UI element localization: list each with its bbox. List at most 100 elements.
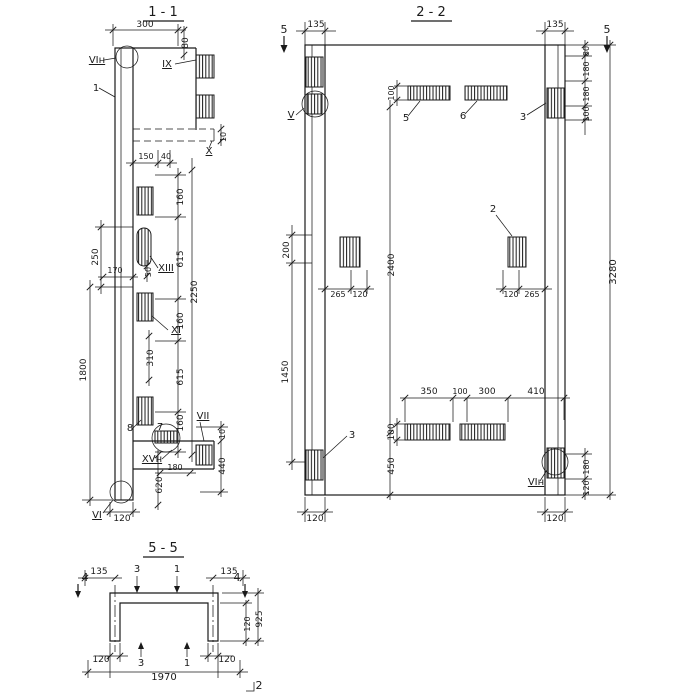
section-title: 2 - 2	[416, 5, 446, 20]
dim-label: 40	[161, 152, 171, 161]
embedded-plate	[546, 447, 565, 479]
dim-label: 160	[176, 312, 186, 329]
item-ref: 5	[403, 113, 409, 124]
dim-label: 80	[582, 46, 591, 56]
detail-ref: VIн	[89, 55, 105, 66]
section-title: 1 - 1	[148, 5, 178, 20]
dim-label: 170	[107, 266, 122, 275]
dim-label: 1970	[151, 672, 176, 683]
detail-ref: XI	[171, 325, 181, 336]
dim-label: 80	[181, 37, 191, 49]
dim-label: 615	[176, 250, 186, 267]
detail-circle	[301, 90, 329, 118]
dim-label: 120	[306, 514, 323, 524]
detail-circle	[109, 480, 133, 504]
dim-label: 440	[218, 457, 228, 474]
section-5-5: 5 - 5	[75, 541, 264, 692]
embedded-plate	[306, 93, 323, 115]
dim-label: 180	[582, 86, 591, 101]
detail-ref: X	[206, 146, 213, 157]
dim-label: 450	[387, 457, 397, 474]
cut-mark	[246, 682, 255, 692]
item-ref: 3	[134, 564, 140, 575]
dim-label: 180	[582, 61, 591, 76]
dim-label: 265	[330, 290, 345, 299]
detail-circle	[115, 45, 139, 69]
dim-label: 300	[136, 20, 153, 30]
dim-label: 120	[113, 514, 130, 524]
detail-ref: IX	[162, 59, 172, 70]
item-ref: 3	[138, 658, 144, 669]
dim-label: 120	[503, 290, 518, 299]
cut-ref: 4	[234, 571, 241, 584]
cut-ref: 4	[82, 571, 89, 584]
dim-label: 200	[282, 241, 292, 258]
dim-label: 2250	[190, 280, 200, 303]
dim-label: 2400	[387, 253, 397, 276]
embedded-bar	[464, 85, 508, 101]
leader-arrow	[184, 642, 190, 649]
dim-label: 50	[144, 267, 153, 277]
dim-label: 410	[527, 387, 544, 397]
section-1-1: 1 - 1	[82, 5, 228, 517]
cut-arrow	[603, 45, 611, 53]
dim-label: 120	[92, 655, 109, 665]
dim-label: 300	[478, 387, 495, 397]
detail-ref: V	[288, 110, 295, 121]
dim-label: 350	[420, 387, 437, 397]
embedded-plate	[154, 430, 178, 444]
dim-label: 160	[176, 414, 186, 431]
leader-arrow	[134, 586, 140, 593]
dim-label: 100	[582, 106, 591, 121]
dim-label: 615	[176, 368, 186, 385]
cut-arrow	[242, 591, 248, 598]
dim-label: 120	[243, 616, 252, 631]
item-ref: 1	[174, 564, 180, 575]
section-2-2: 2 - 2	[280, 5, 616, 522]
dim-label: 100	[452, 387, 467, 396]
embedded-bar	[404, 423, 451, 441]
cut-arrow	[75, 591, 81, 598]
dim-label: 135	[220, 567, 237, 577]
dim-label: 310	[146, 349, 156, 366]
panel-rib-section	[114, 47, 134, 501]
dim-label: 3280	[608, 259, 619, 284]
dim-label: 135	[546, 20, 563, 30]
embedded-plate	[305, 449, 324, 481]
detail-ref: XVн	[142, 454, 162, 465]
dim-label: 180	[582, 459, 591, 474]
dim-label: 120	[582, 480, 591, 495]
embedded-plate	[339, 236, 361, 268]
leader-arrow	[174, 586, 180, 593]
item-ref: 2	[490, 204, 496, 215]
embedded-bar	[407, 85, 451, 101]
dim-label: 620	[155, 476, 165, 493]
embedded-plate	[195, 444, 213, 466]
lifting-loop	[136, 227, 152, 267]
dim-label: 10	[218, 429, 227, 439]
channel-profile	[109, 592, 219, 642]
detail-ref: VII	[197, 411, 210, 422]
section-title: 5 - 5	[148, 541, 178, 556]
embedded-bar	[459, 423, 506, 441]
embedded-plate	[136, 292, 154, 322]
dim-label: 250	[91, 248, 101, 265]
dim-label: 265	[524, 290, 539, 299]
dim-label: 150	[138, 152, 153, 161]
item-ref: 6	[460, 111, 466, 122]
dim-label: 120	[218, 655, 235, 665]
cut-ref: 2	[256, 679, 263, 692]
dim-label: 135	[307, 20, 324, 30]
dim-label: 100	[387, 85, 396, 100]
dim-label: 1450	[281, 360, 291, 383]
embedded-plate	[546, 87, 565, 119]
dim-label: 120	[352, 290, 367, 299]
item-ref: 8	[127, 423, 133, 434]
dim-label: 120	[546, 514, 563, 524]
cut-ref: 5	[604, 23, 611, 36]
dim-label: 160	[176, 188, 186, 205]
cut-arrow	[280, 45, 288, 53]
detail-ref: VI	[92, 510, 102, 521]
